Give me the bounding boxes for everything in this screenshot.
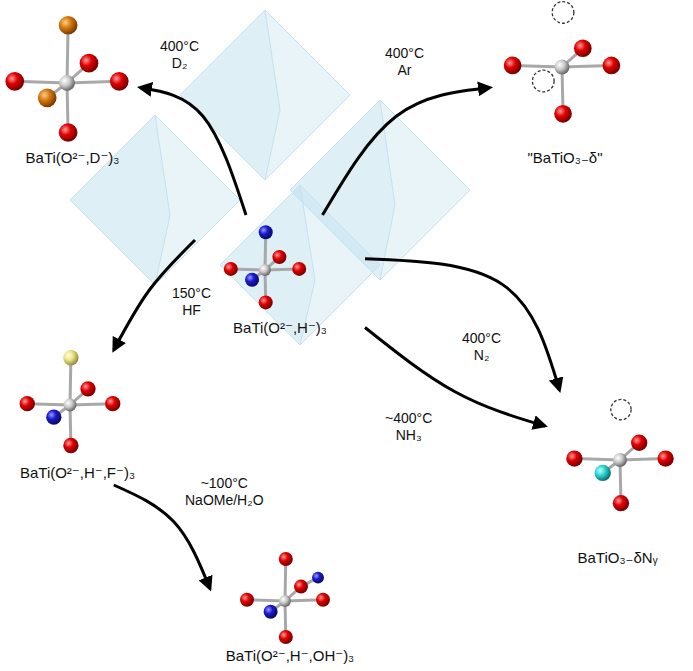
reaction-arrow: [323, 88, 491, 216]
structure-node: BaTi(O²⁻,H⁻,OH⁻)₃: [210, 546, 370, 668]
ball-stick-structure: [545, 390, 690, 570]
ball-stick-structure: [490, 5, 640, 170]
ball-stick-structure: [5, 5, 140, 170]
condition-label: 400°C Ar: [385, 45, 424, 79]
formula-label: BaTi(O²⁻,H⁻)₃: [233, 319, 327, 337]
structure-node: "BaTiO₃₋δ": [490, 5, 640, 170]
formula-label: BaTi(O²⁻,D⁻)₃: [26, 149, 120, 167]
condition-label: 150°C HF: [172, 285, 211, 319]
condition-label: 400°C D₂: [160, 38, 199, 72]
formula-label: "BaTiO₃₋δ": [528, 149, 603, 167]
structure-node: BaTiO₃₋δNᵧ: [545, 390, 690, 570]
formula-label: BaTi(O²⁻,H⁻,F⁻)₃: [20, 464, 135, 482]
condition-label: ~400°C NH₃: [385, 410, 432, 444]
condition-label: 400°C N₂: [462, 330, 501, 364]
structure-node: BaTi(O²⁻,H⁻)₃: [195, 215, 365, 340]
structure-node: BaTi(O²⁻,H⁻,F⁻)₃: [5, 350, 150, 485]
formula-label: BaTiO₃₋δNᵧ: [578, 549, 658, 567]
condition-label: ~100°C NaOMe/H₂O: [185, 475, 264, 509]
reaction-arrow: [140, 88, 246, 216]
structure-node: BaTi(O²⁻,D⁻)₃: [5, 5, 140, 170]
formula-label: BaTi(O²⁻,H⁻,OH⁻)₃: [226, 647, 354, 665]
reaction-arrow: [365, 259, 560, 390]
